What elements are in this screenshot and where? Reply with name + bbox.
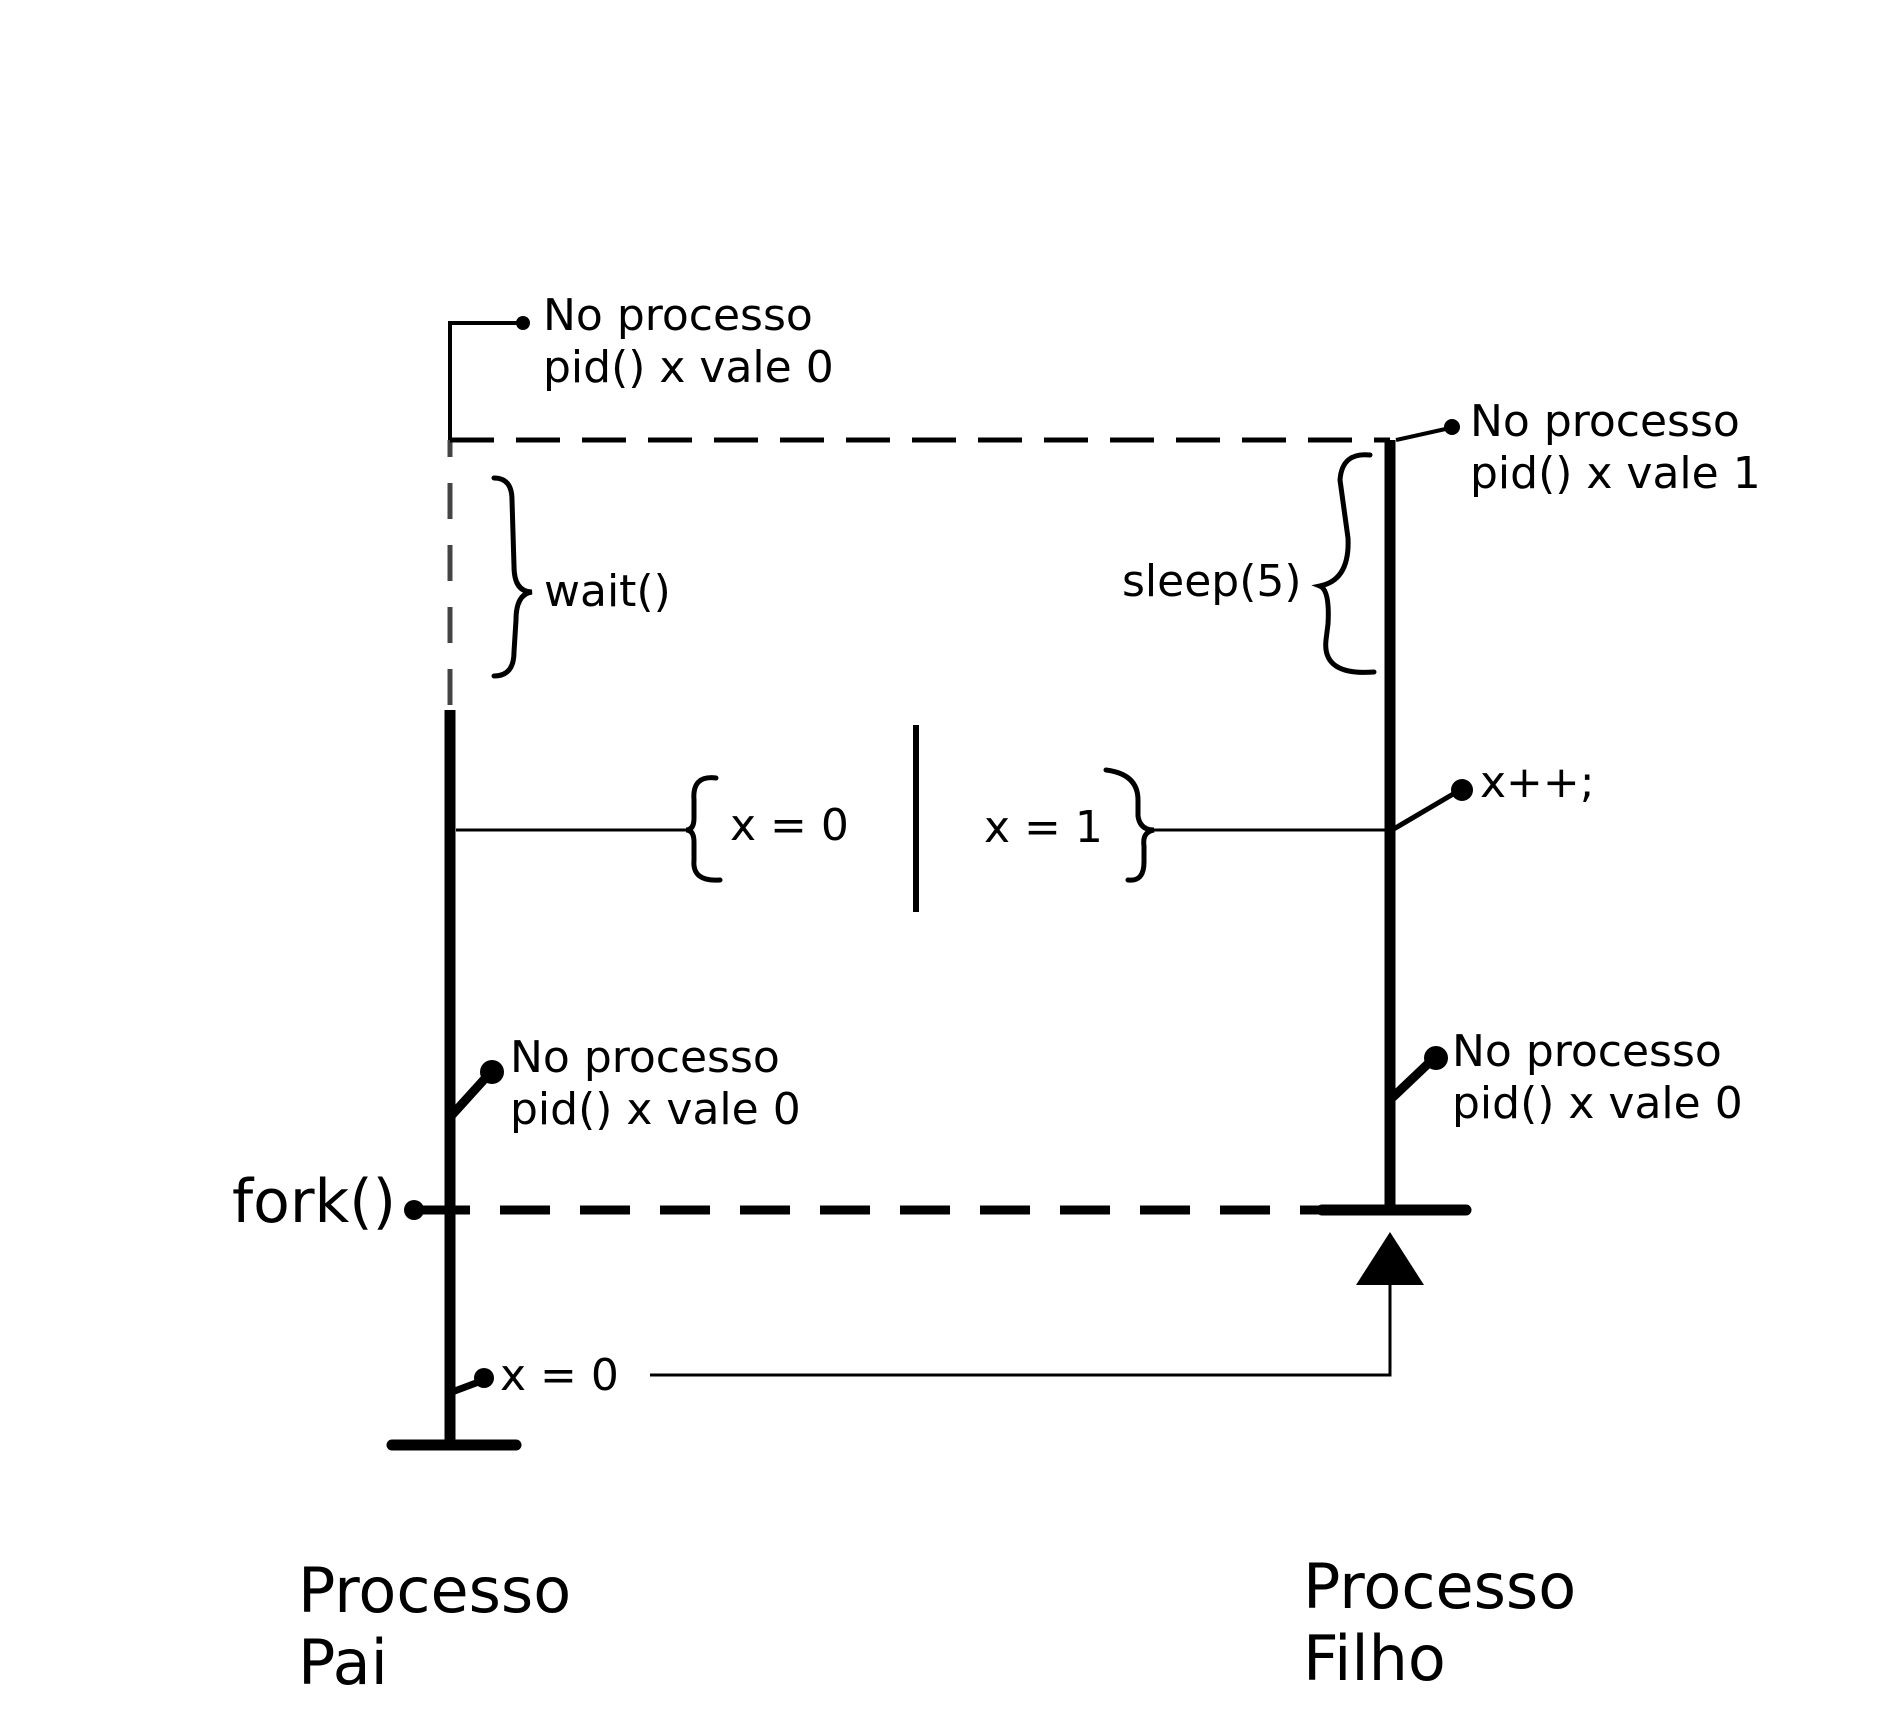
child-increment-label: x++;: [1480, 757, 1595, 808]
child-top-marker: [1444, 419, 1460, 435]
parent-init-marker: [474, 1368, 494, 1388]
parent-top-marker: [516, 316, 530, 330]
parent-value-label: x = 0: [730, 800, 849, 851]
parent-top-label-line1: No processo: [543, 290, 813, 341]
child-top-label-line2: pid() x vale 1: [1470, 448, 1761, 499]
copy-path: [650, 1270, 1392, 1377]
wait-brace: [491, 475, 533, 679]
child-increment-marker: [1451, 779, 1473, 801]
parent-title-line1: Processo: [298, 1554, 571, 1627]
child-after-fork-label-line1: No processo: [1452, 1026, 1722, 1077]
parent-top-bracket: [448, 321, 522, 440]
child-after-fork-marker: [1424, 1046, 1448, 1070]
child-after-fork-label-line2: pid() x vale 0: [1452, 1078, 1743, 1129]
parent-top-label-line2: pid() x vale 0: [543, 342, 834, 393]
child-title-line1: Processo: [1303, 1550, 1576, 1623]
wait-label: wait(): [544, 566, 671, 617]
parent-after-fork-label-line2: pid() x vale 0: [510, 1084, 801, 1135]
parent-after-fork-label-line1: No processo: [510, 1032, 780, 1083]
parent-title-line2: Pai: [298, 1626, 388, 1699]
child-arrow-icon: [1356, 1232, 1424, 1285]
child-value-brace: [1103, 767, 1155, 883]
parent-after-fork-marker: [480, 1060, 504, 1084]
child-top-tick: [1395, 426, 1451, 442]
fork-marker: [404, 1200, 424, 1220]
sleep-label: sleep(5): [1122, 556, 1302, 607]
child-after-fork-tick: [1388, 1056, 1436, 1102]
child-title-line2: Filho: [1303, 1622, 1446, 1695]
parent-value-brace: [685, 775, 723, 883]
child-top-label-line1: No processo: [1470, 396, 1740, 447]
parent-init-label: x = 0: [500, 1350, 619, 1401]
child-increment-tick: [1390, 787, 1462, 833]
sleep-brace: [1311, 452, 1377, 675]
child-value-label: x = 1: [984, 802, 1103, 853]
fork-label: fork(): [232, 1167, 396, 1237]
